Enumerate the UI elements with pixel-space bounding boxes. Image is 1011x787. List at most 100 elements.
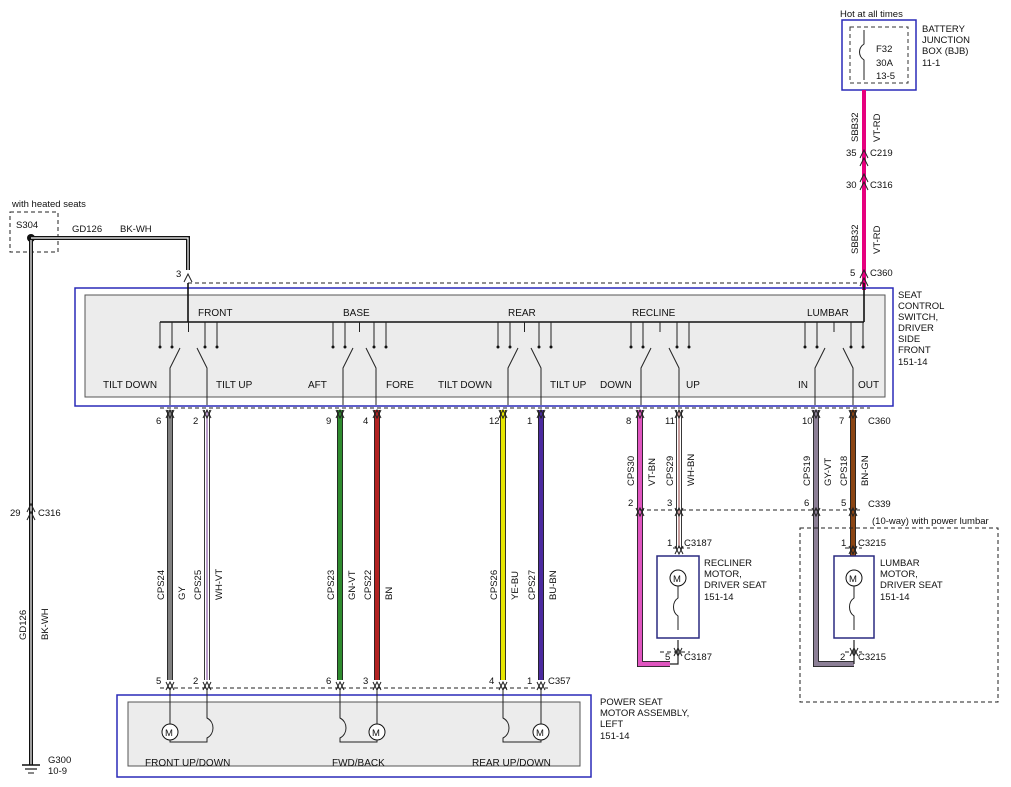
c339-pin-label: 6: [804, 498, 809, 509]
ground-color: BK-WH: [40, 608, 51, 640]
section-front: FRONT: [198, 308, 232, 319]
switch-section-contacts: [158, 322, 219, 405]
seat-motor-icon: M: [161, 690, 214, 743]
wire-circuit-label: CPS18: [839, 456, 850, 486]
section-recline: RECLINE: [632, 308, 676, 319]
bjb-outline: [841, 19, 917, 91]
switch-section-contacts: [331, 322, 388, 405]
switch-section-contacts: [496, 322, 553, 405]
switch-body: [84, 294, 886, 398]
c360-pin-label: 7: [839, 416, 844, 427]
recliner-connector-bottom: C3187: [684, 652, 712, 663]
motor-front-up-down: FRONT UP/DOWN: [145, 758, 230, 769]
pos-recline-up: UP: [686, 380, 700, 391]
c360-pin-label: 4: [363, 416, 368, 427]
wire-color-label: GN-VT: [347, 570, 358, 600]
c339-label: C339: [868, 499, 891, 510]
wire-circuit-label: CPS23: [326, 570, 337, 600]
wire-circuit-label: CPS29: [665, 456, 676, 486]
fuse-panel: [849, 26, 909, 84]
wire-color-label: VT-BN: [647, 458, 658, 486]
c357-label: C357: [548, 676, 571, 687]
c316-feed-label: C316: [870, 180, 893, 191]
splice-s304: with heated seats S304 GD126 BK-WH 3: [9, 199, 193, 283]
c360-pin-label: 12: [489, 416, 500, 427]
power-seat-outline: [116, 694, 592, 778]
c219-label: C219: [870, 148, 893, 159]
pos-recline-down: DOWN: [600, 380, 632, 391]
recliner-connector-top: C3187: [684, 538, 712, 549]
recliner-label-3: DRIVER SEAT: [704, 580, 767, 591]
power-seat-label-1: POWER SEAT: [600, 697, 663, 708]
power-seat-label-2: MOTOR ASSEMBLY,: [600, 708, 689, 719]
c360-pin-label: 1: [527, 416, 532, 427]
bjb-ref: 11-1: [922, 58, 940, 69]
switch-title-6: FRONT: [898, 345, 931, 356]
wire-color-label: BU-BN: [548, 570, 559, 600]
bjb-label-1: BATTERY: [922, 24, 966, 35]
recliner-label-1: RECLINER: [704, 558, 752, 569]
lumbar-label-2: MOTOR,: [880, 569, 918, 580]
c357-pin-label: 5: [156, 676, 161, 687]
pos-base-fore: FORE: [386, 380, 414, 391]
c357-pin-label: 4: [489, 676, 494, 687]
lumbar-motor: (10-way) with power lumbar C3215 M LUMBA…: [799, 516, 999, 703]
recliner-label-2: MOTOR,: [704, 569, 742, 580]
pos-lumbar-out: OUT: [858, 380, 879, 391]
c339-pin-label: 2: [628, 498, 633, 509]
wire-color-label: WH-VT: [214, 569, 225, 600]
svg-text:M: M: [372, 728, 380, 739]
c219-pin: 35: [846, 148, 857, 159]
lumbar-label-1: LUMBAR: [880, 558, 920, 569]
c357-pin-label: 1: [527, 676, 532, 687]
c357-pin-label: 6: [326, 676, 331, 687]
c360-pin-label: 9: [326, 416, 331, 427]
svg-text:M: M: [165, 728, 173, 739]
hot-at-all-times-label: Hot at all times: [840, 9, 903, 20]
wire-circuit-label: CPS19: [802, 456, 813, 486]
bjb-label-2: JUNCTION: [922, 35, 970, 46]
switch-outline: [74, 287, 894, 407]
c360-bottom-label: C360: [868, 416, 891, 427]
switch-section-contacts: [629, 322, 691, 405]
feed-circuit-1: SBB32: [850, 112, 861, 142]
splice-color: BK-WH: [120, 224, 152, 235]
motor-pin-label: 2: [840, 652, 845, 663]
c360-pin-label: 6: [156, 416, 161, 427]
splice-circuit: GD126: [72, 224, 102, 235]
wire-circuit-label: CPS27: [527, 570, 538, 600]
fuse-rating: 30A: [876, 58, 894, 69]
wire-color-label: GY-VT: [823, 458, 834, 486]
lumbar-ref: 151-14: [880, 592, 910, 603]
c316-feed-pin: 30: [846, 180, 857, 191]
c357-pin-label: 3: [363, 676, 368, 687]
lumbar-label-3: DRIVER SEAT: [880, 580, 943, 591]
c357-pin-label: 2: [193, 676, 198, 687]
splice-name: S304: [16, 220, 38, 231]
c360-pin-label: 8: [626, 416, 631, 427]
lumbar-connector-bottom: C3215: [858, 652, 886, 663]
wire-color-label: WH-BN: [686, 454, 697, 486]
wire-color-label: YE-BU: [510, 571, 521, 600]
wire-circuit-label: CPS24: [156, 570, 167, 600]
c360-pin-label: 2: [193, 416, 198, 427]
c360-feed-label: C360: [870, 268, 893, 279]
wire-fill: [637, 410, 670, 667]
fuse-ref: 13-5: [876, 71, 895, 82]
c339-pin-label: 5: [841, 498, 846, 509]
switch-title-1: SEAT: [898, 290, 922, 301]
c316-ground-label: C316: [38, 508, 61, 519]
power-seat-body: [127, 701, 581, 767]
ground-ref: 10-9: [48, 766, 67, 777]
c316-ground-pin: 29: [10, 508, 21, 519]
motor-pin-label: 1: [841, 538, 846, 549]
